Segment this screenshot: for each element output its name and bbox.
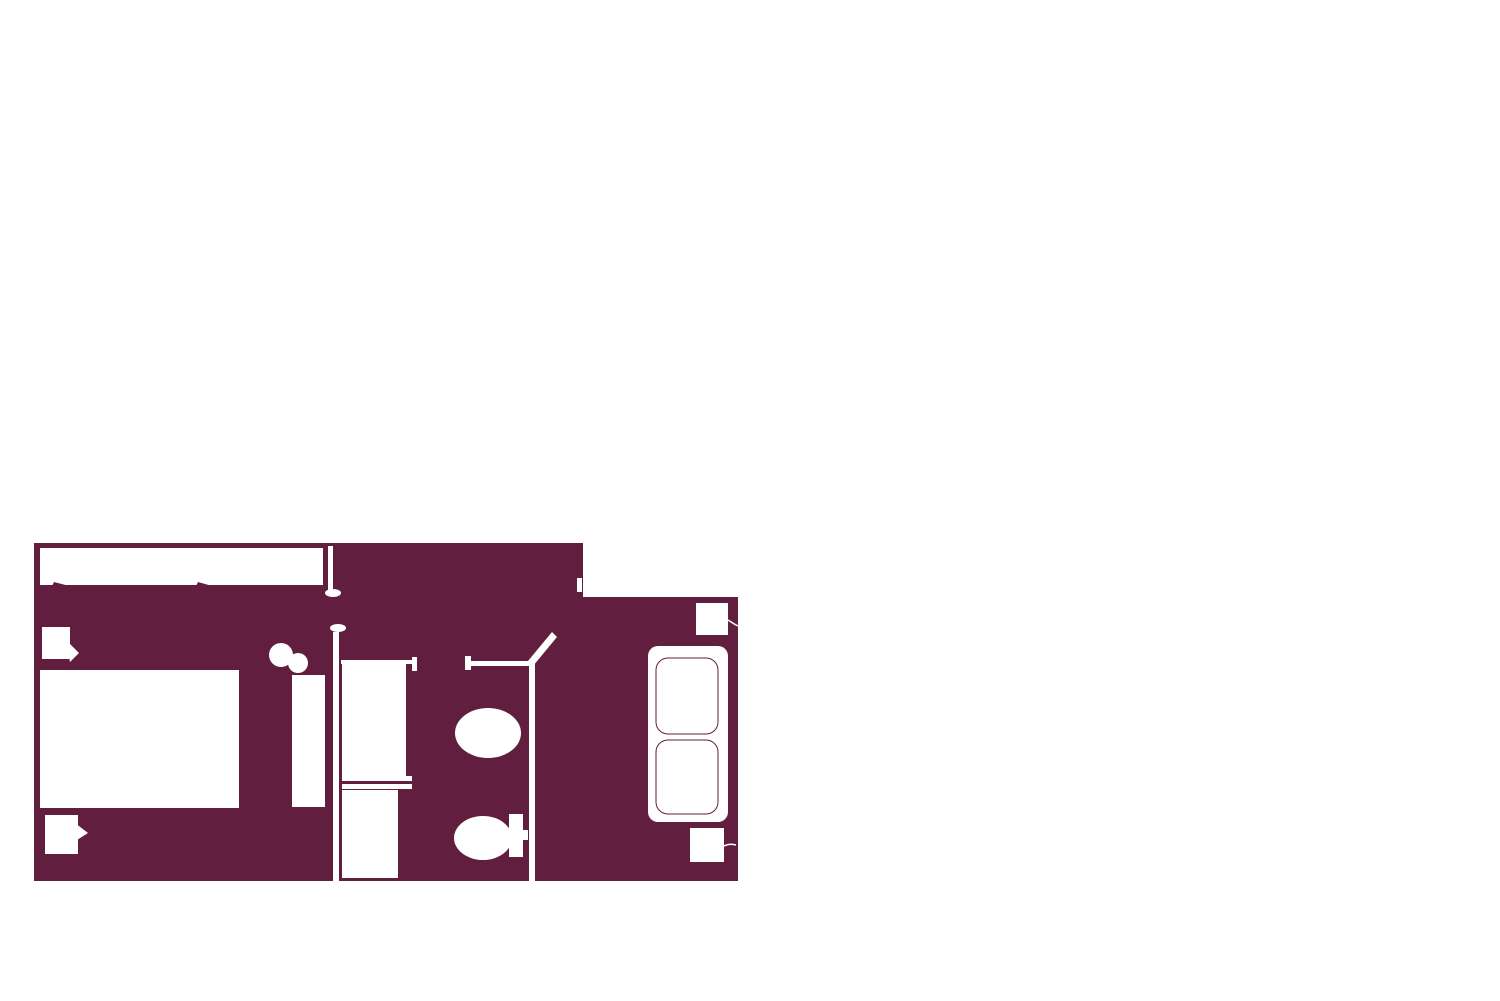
side-table-top bbox=[696, 603, 728, 635]
closet-shelf-2 bbox=[342, 784, 412, 789]
lamp-shade-top bbox=[66, 640, 79, 662]
toilet-bowl bbox=[454, 816, 512, 860]
living-zone bbox=[648, 603, 739, 862]
closet-upper bbox=[342, 664, 406, 776]
door-stop-bottom bbox=[330, 624, 346, 632]
lamp bbox=[269, 643, 293, 667]
sofa-inner-top bbox=[660, 662, 716, 732]
toilet-tank-cap bbox=[519, 830, 528, 840]
sofa-inner-bottom bbox=[660, 744, 716, 812]
wall-notch bbox=[577, 578, 582, 592]
closet-lower bbox=[342, 790, 398, 878]
bed bbox=[40, 670, 239, 808]
window-curtain-left bbox=[52, 582, 110, 603]
towel-bar bbox=[468, 661, 531, 666]
lamp-cord-bottom bbox=[723, 843, 737, 847]
nightstand-bottom bbox=[45, 815, 78, 854]
nightstand-top bbox=[42, 627, 70, 659]
sofa-cushion-top bbox=[655, 657, 719, 735]
side-table-bottom bbox=[690, 828, 724, 862]
closet-rod-cap bbox=[412, 657, 417, 671]
bedroom-zone bbox=[40, 546, 346, 854]
toilet-tank bbox=[509, 814, 523, 857]
desk bbox=[292, 675, 325, 807]
bathroom-door bbox=[528, 632, 557, 666]
vanity-sink bbox=[455, 708, 521, 758]
bathroom-zone bbox=[454, 578, 582, 881]
partition-stub bbox=[328, 546, 333, 592]
lamp-base bbox=[288, 653, 308, 673]
divider-wall bbox=[333, 632, 339, 882]
closet-zone bbox=[341, 657, 417, 878]
lamp-shade-bottom bbox=[75, 823, 88, 840]
window-curtain-right bbox=[196, 582, 250, 603]
lamp-cord-top bbox=[727, 619, 739, 627]
closet-rod-top bbox=[341, 660, 415, 664]
sofa-cushion-bottom bbox=[655, 739, 719, 815]
bathroom-wall bbox=[529, 661, 535, 881]
window-sill bbox=[40, 548, 323, 585]
closet-shelf bbox=[342, 776, 412, 781]
door-stop-top bbox=[325, 589, 341, 597]
towel-bar-cap bbox=[465, 656, 471, 670]
